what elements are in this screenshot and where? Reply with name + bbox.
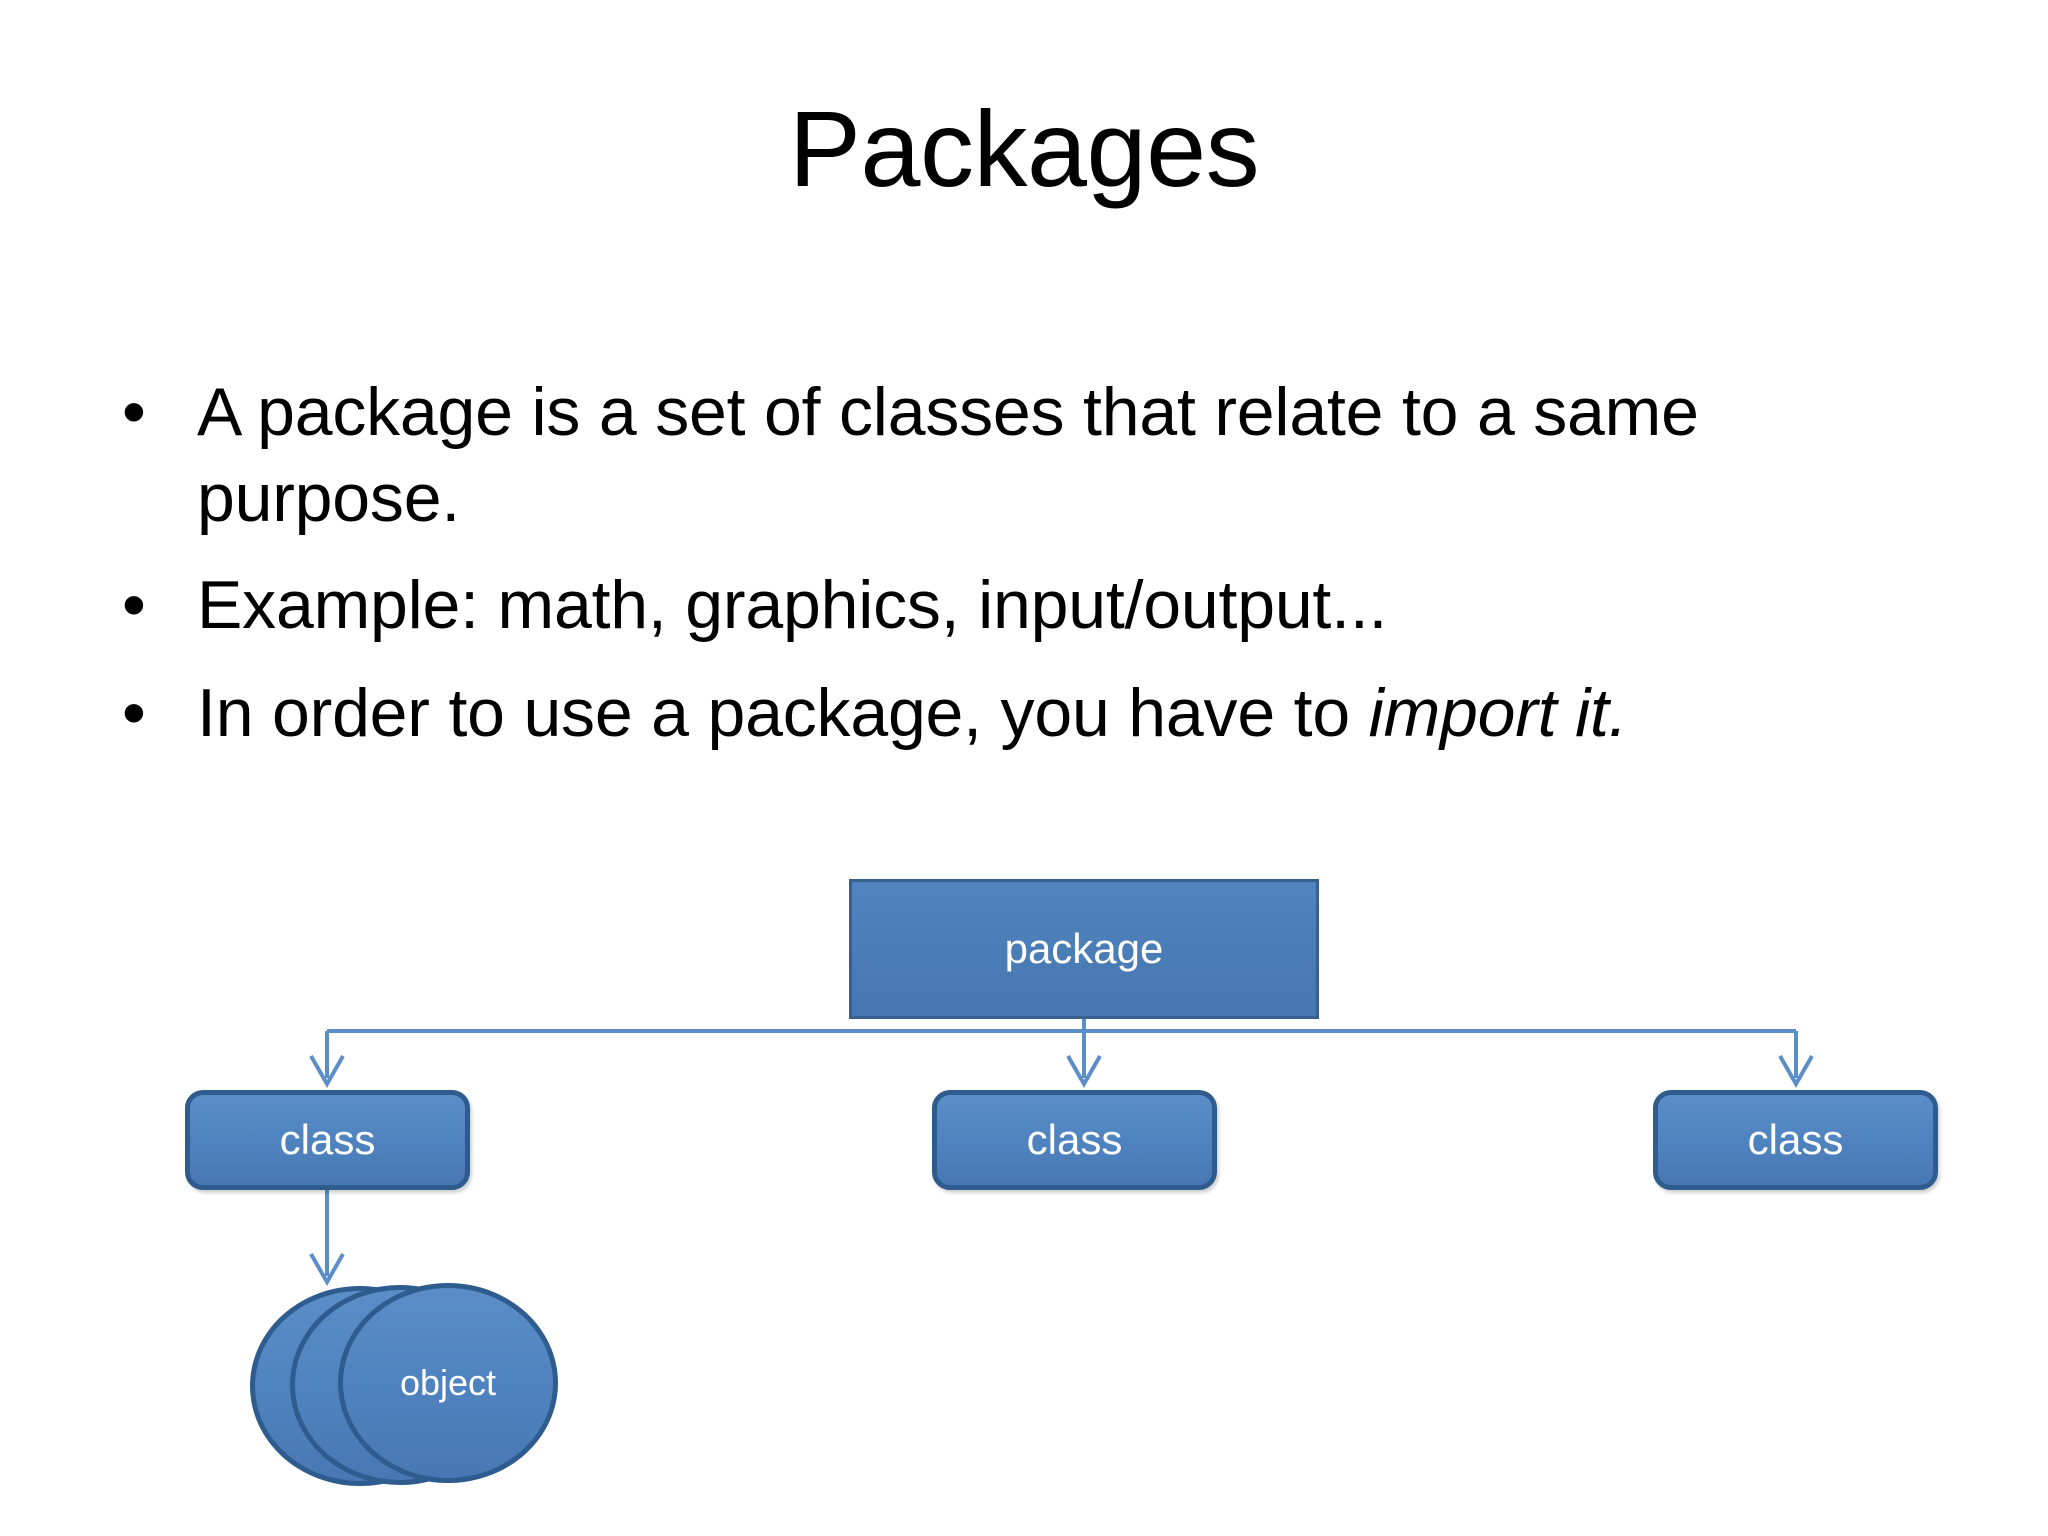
diagram-node-class-2-label: class	[1026, 1116, 1123, 1163]
bullet-marker-icon: •	[122, 374, 146, 450]
arrowhead-right-icon	[1778, 1055, 1814, 1089]
diagram-node-class-3-label: class	[1747, 1116, 1844, 1163]
object-circle-front: object	[338, 1283, 558, 1483]
list-item-emphasis: import it.	[1368, 675, 1628, 752]
arrowhead-object-icon	[309, 1253, 345, 1287]
bullet-marker-icon: •	[122, 675, 146, 752]
list-item-text: A package is a set of classes that relat…	[197, 374, 1699, 536]
arrowhead-middle-icon	[1066, 1055, 1102, 1089]
diagram-node-class-1[interactable]: class	[185, 1090, 470, 1190]
diagram-node-object-label: object	[399, 1362, 497, 1403]
page-title: Packages	[788, 88, 1260, 209]
bullet-list: • A package is a set of classes that rel…	[112, 370, 1942, 779]
list-item: • In order to use a package, you have to…	[112, 671, 1942, 757]
arrowhead-left-icon	[309, 1055, 345, 1089]
diagram-node-class-2[interactable]: class	[932, 1090, 1217, 1190]
diagram-node-package-label: package	[1004, 925, 1164, 972]
list-item-text: Example: math, graphics, input/output...	[197, 567, 1388, 644]
diagram-node-package[interactable]: package	[849, 879, 1319, 1019]
bullet-marker-icon: •	[122, 567, 146, 644]
list-item-text: In order to use a package, you have to	[197, 675, 1369, 752]
diagram-node-class-1-label: class	[279, 1116, 376, 1163]
diagram-node-class-3[interactable]: class	[1653, 1090, 1938, 1190]
list-item: • A package is a set of classes that rel…	[112, 370, 1942, 541]
list-item: • Example: math, graphics, input/output.…	[112, 563, 1942, 649]
diagram-node-object-stack[interactable]: object	[250, 1283, 560, 1488]
